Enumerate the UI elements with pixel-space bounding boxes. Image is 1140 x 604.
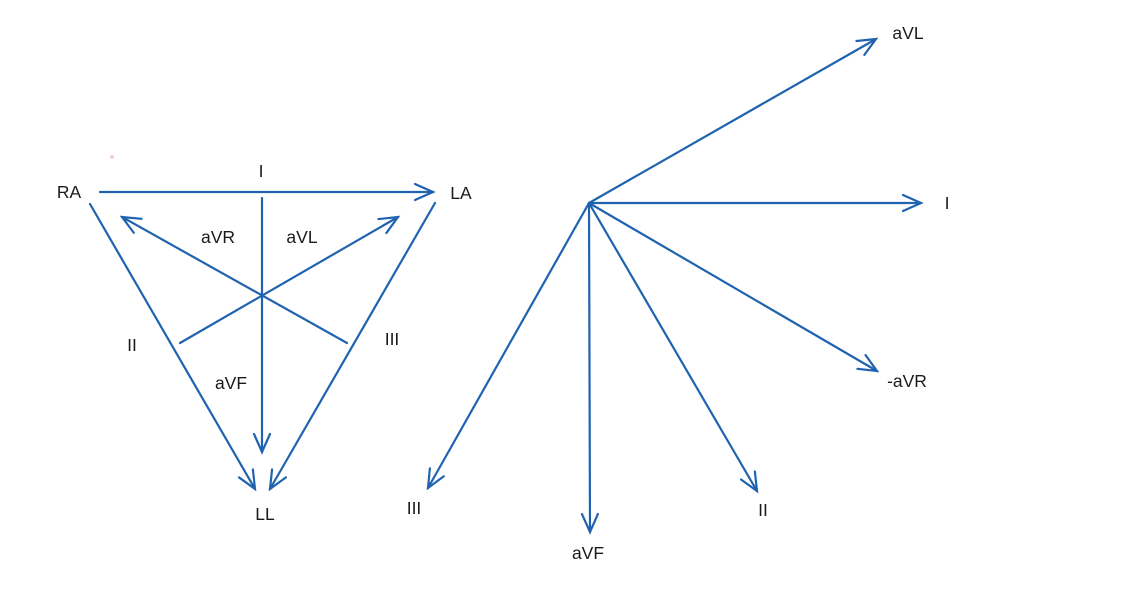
hex-avl-arrow [587,37,879,205]
hex-ii-arrow [587,201,759,494]
ll-label: LL [255,504,275,524]
hex-neg-avr-arrow [587,201,880,373]
hex-avl-label: aVL [892,23,923,43]
ra-label: RA [57,182,82,202]
hex-avf-label: aVF [572,543,604,563]
hex-neg-avr-label: -aVR [887,371,927,391]
stray-dot-artifact [110,155,114,159]
hex-avf-arrow [580,201,600,535]
lead-iii-arrow [268,201,437,492]
la-label: LA [450,183,472,203]
lead-ii-arrow [88,202,257,492]
lead-i-label: I [259,161,264,181]
einthoven-triangle-diagram: RA LA LL I II III aVR aVL aVF [57,161,472,524]
avl-arrow [178,215,401,345]
hex-ii-label: II [758,500,768,520]
avr-arrow [119,215,349,345]
avr-label: aVR [201,227,235,247]
hex-iii-label: III [407,498,422,518]
avl-label: aVL [286,227,317,247]
lead-iii-label: III [385,329,400,349]
avf-label: aVF [215,373,247,393]
hexaxial-reference-diagram: aVL I -aVR II aVF III [407,23,950,563]
lead-ii-label: II [127,335,137,355]
hex-i-label: I [945,193,950,213]
hex-iii-arrow [426,201,591,491]
